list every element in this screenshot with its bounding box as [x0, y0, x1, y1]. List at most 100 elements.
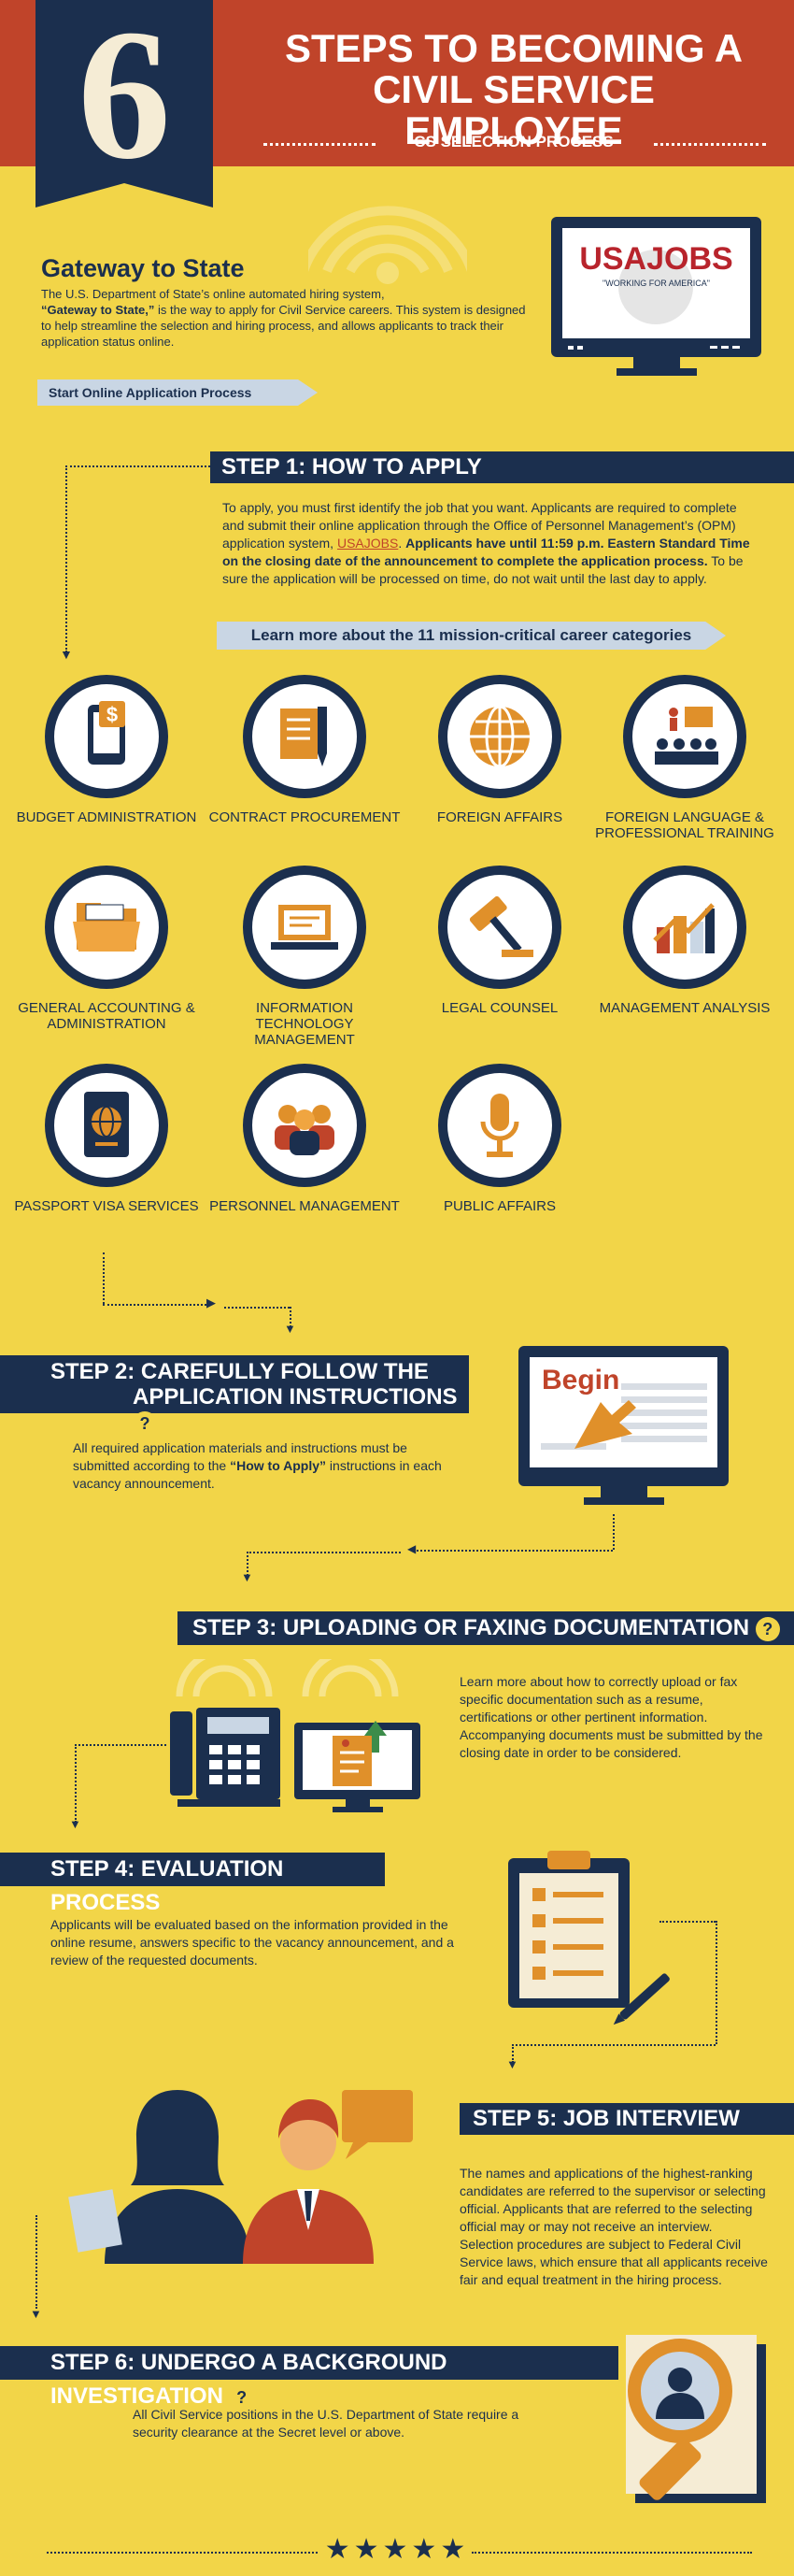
down-arrow-icon: ▼ — [30, 2307, 42, 2321]
category-label: PASSPORT VISA SERVICES — [14, 1198, 199, 1214]
down-arrow-icon: ▼ — [506, 2057, 518, 2071]
badge-number: 6 — [78, 0, 171, 198]
help-icon[interactable]: ? — [229, 2384, 254, 2410]
connector-line — [716, 1921, 717, 2044]
step1-text-c: To be sure the application will be proce… — [222, 553, 744, 586]
number-badge: 6 — [35, 0, 213, 208]
category-foreign-affairs[interactable]: FOREIGN AFFAIRS — [402, 675, 598, 825]
category-label: INFORMATION TECHNOLOGY MANAGEMENT — [254, 1000, 355, 1048]
right-arrow-icon: ▶ — [206, 1295, 216, 1309]
magnifier-investigation-icon — [626, 2335, 766, 2503]
help-icon[interactable]: ? — [133, 1410, 157, 1436]
step2-title-line1: STEP 2: CAREFULLY FOLLOW THE — [50, 1359, 429, 1384]
connector-line — [65, 465, 67, 652]
training-presentation-icon — [632, 684, 737, 789]
usajobs-monitor-icon — [551, 217, 761, 376]
category-legal-counsel[interactable]: LEGAL COUNSEL — [402, 866, 598, 1016]
help-icon[interactable]: ? — [755, 1616, 780, 1641]
bar-chart-icon — [632, 875, 737, 980]
usajobs-logo: USAJOBS — [579, 241, 733, 277]
step6-description: All Civil Service positions in the U.S. … — [133, 2407, 519, 2440]
connector-line — [247, 1552, 401, 1553]
step4-header: STEP 4: EVALUATION PROCESS — [0, 1853, 385, 1915]
step2-description: All required application materials and i… — [73, 1439, 465, 1493]
fax-upload-illustration — [170, 1659, 420, 1812]
category-label: BUDGET ADMINISTRATION — [16, 809, 197, 825]
connector-line — [75, 1744, 77, 1823]
globe-icon — [447, 684, 552, 789]
connector-line — [290, 1307, 291, 1327]
connector-line — [65, 465, 210, 467]
down-arrow-icon: ▼ — [284, 1322, 296, 1336]
start-application-button[interactable]: Start Online Application Process — [37, 379, 318, 406]
contract-pen-icon — [252, 684, 357, 789]
folder-icon — [54, 875, 159, 980]
step2-title-line2-row: APPLICATION INSTRUCTIONS ? — [50, 1384, 469, 1436]
signal-waves-icon — [308, 206, 467, 284]
category-personnel-management[interactable]: PERSONNEL MANAGEMENT — [206, 1064, 403, 1214]
step6-header: STEP 6: UNDERGO A BACKGROUND INVESTIGATI… — [0, 2346, 618, 2410]
step3-title: STEP 3: UPLOADING OR FAXING DOCUMENTATIO… — [192, 1615, 750, 1640]
step4-description: Applicants will be evaluated based on th… — [50, 1917, 454, 1968]
footer-divider-left — [47, 2552, 318, 2554]
category-foreign-language-training[interactable]: FOREIGN LANGUAGE & PROFESSIONAL TRAINING — [587, 675, 783, 841]
title-line1: STEPS TO BECOMING A — [284, 26, 744, 70]
connector-line — [613, 1514, 615, 1550]
step5-description: The names and applications of the highes… — [460, 2166, 768, 2287]
step1-text-b: . — [398, 536, 406, 551]
learn-more-button[interactable]: Learn more about the 11 mission-critical… — [217, 622, 726, 650]
connector-line — [35, 2215, 37, 2309]
interview-illustration — [68, 2090, 413, 2264]
category-management-analysis[interactable]: MANAGEMENT ANALYSIS — [587, 866, 783, 1016]
down-arrow-icon: ▼ — [241, 1570, 253, 1584]
begin-screen-word: Begin — [542, 1365, 620, 1395]
footer-divider-right — [472, 2552, 752, 2554]
category-contract-procurement[interactable]: CONTRACT PROCUREMENT — [206, 675, 403, 825]
category-label: CONTRACT PROCUREMENT — [208, 809, 401, 825]
step1-header: STEP 1: HOW TO APPLY — [210, 451, 794, 483]
step5-header: STEP 5: JOB INTERVIEW — [460, 2103, 794, 2135]
connector-line — [512, 2044, 514, 2063]
footer-stars: ★★★★★ — [324, 2534, 470, 2565]
usajobs-link[interactable]: USAJOBS — [336, 536, 399, 551]
clipboard-pen-icon — [508, 1851, 670, 2025]
svg-text:$: $ — [106, 703, 118, 726]
category-budget-administration[interactable]: $ BUDGET ADMINISTRATION — [8, 675, 205, 825]
connector-line — [103, 1252, 105, 1304]
down-arrow-icon: ▼ — [60, 647, 73, 662]
category-label: GENERAL ACCOUNTING & ADMINISTRATION — [18, 1000, 195, 1032]
category-label: PERSONNEL MANAGEMENT — [209, 1198, 400, 1214]
gateway-text-bold: “Gateway to State,” — [41, 303, 155, 317]
step2-text-a: All required application materials and i… — [73, 1440, 407, 1473]
gateway-description: The U.S. Department of State’s online au… — [41, 286, 527, 350]
laptop-icon — [252, 875, 357, 980]
category-public-affairs[interactable]: PUBLIC AFFAIRS — [402, 1064, 598, 1214]
category-label: PUBLIC AFFAIRS — [443, 1198, 557, 1214]
people-icon — [252, 1073, 357, 1178]
divider-right — [654, 143, 766, 146]
begin-monitor-icon — [518, 1346, 729, 1505]
category-label: FOREIGN AFFAIRS — [436, 809, 563, 825]
connector-line — [512, 2044, 716, 2046]
step1-text-bold: Applicants have until 11:59 p.m. Eastern… — [222, 536, 750, 568]
step2-header: STEP 2: CAREFULLY FOLLOW THE APPLICATION… — [0, 1355, 469, 1436]
category-information-technology[interactable]: INFORMATION TECHNOLOGY MANAGEMENT — [206, 866, 403, 1048]
connector-line — [224, 1307, 290, 1309]
left-arrow-icon: ◀ — [407, 1542, 417, 1555]
down-arrow-icon: ▼ — [69, 1817, 81, 1831]
category-passport-visa[interactable]: PASSPORT VISA SERVICES — [8, 1064, 205, 1214]
step3-description: Learn more about how to correctly upload… — [460, 1674, 763, 1760]
category-label: LEGAL COUNSEL — [441, 1000, 559, 1016]
step1-text-a: To apply, you must first identify the jo… — [222, 500, 737, 551]
usajobs-tagline: "WORKING FOR AMERICA" — [603, 279, 710, 288]
budget-tablet-icon: $ — [54, 684, 159, 789]
microphone-icon — [447, 1073, 552, 1178]
step1-description: To apply, you must first identify the jo… — [222, 499, 757, 588]
gateway-text-1: The U.S. Department of State’s online au… — [41, 287, 385, 301]
category-general-accounting[interactable]: GENERAL ACCOUNTING & ADMINISTRATION — [8, 866, 205, 1032]
connector-line — [75, 1744, 166, 1746]
connector-line — [417, 1550, 613, 1552]
category-label: MANAGEMENT ANALYSIS — [599, 1000, 771, 1016]
title-line2: CIVIL SERVICE EMPLOYEE — [373, 67, 655, 152]
gateway-text-rest: is the way to apply for Civil Service ca… — [41, 303, 526, 349]
